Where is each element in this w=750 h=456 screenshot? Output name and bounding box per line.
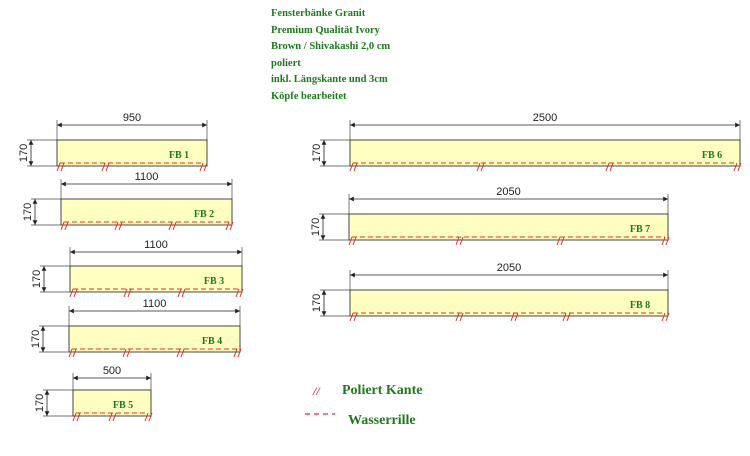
polished-edge-mark: [69, 288, 78, 298]
piece-label: FB 5: [113, 400, 133, 411]
polished-edge-mark: [114, 221, 123, 231]
polished-edge-mark: [556, 236, 565, 246]
piece-3: 1100 170 FB 3: [31, 239, 244, 298]
piece-1: 950 170 FB 1: [18, 112, 208, 172]
polished-edge-mark: [176, 348, 185, 358]
legend-polished-label: Poliert Kante: [342, 383, 422, 398]
depth-dimension: 170: [311, 294, 323, 312]
polished-edge-mark: [60, 221, 69, 231]
polished-edge-mark: [68, 348, 77, 358]
length-dimension: 500: [103, 365, 121, 377]
legend-groove-label: Wasserrille: [348, 413, 416, 428]
polished-edge-mark: [122, 348, 131, 358]
length-dimension: 2500: [533, 112, 557, 124]
polished-edge-mark: [144, 412, 153, 422]
polished-edge-mark: [348, 236, 357, 246]
slab: [349, 139, 741, 167]
slab: [68, 325, 241, 353]
polished-edge-mark: [733, 162, 742, 172]
length-dimension: 1100: [143, 298, 167, 310]
piece-label: FB 3: [204, 276, 224, 287]
depth-dimension: 170: [22, 203, 34, 221]
piece-6: 2500 170 FB 6: [311, 112, 742, 172]
polished-edge-mark: [123, 288, 132, 298]
piece-4: 1100 170 FB 4: [30, 298, 242, 358]
polished-edge-mark: [168, 221, 177, 231]
polished-edge-mark: [455, 236, 464, 246]
legend: // Poliert Kante Wasserrille: [305, 383, 422, 428]
polished-edge-mark: [476, 162, 485, 172]
polished-edge-mark: [661, 312, 670, 322]
piece-2: 1100 170 FB 2: [22, 171, 234, 231]
depth-dimension: 170: [30, 330, 42, 348]
piece-label: FB 2: [194, 209, 214, 220]
header-line-1: Fensterbänke Granit: [271, 8, 366, 19]
header-line-4: poliert: [271, 57, 301, 69]
piece-label: FB 1: [169, 150, 189, 161]
header-line-3: Brown / Shivakashi 2,0 cm: [271, 41, 391, 53]
polished-edge-mark: [349, 312, 358, 322]
polished-edge-mark: [72, 412, 81, 422]
polished-edge-mark: [605, 162, 614, 172]
length-dimension: 2050: [496, 186, 520, 198]
depth-dimension: 170: [18, 144, 30, 162]
polished-edge-mark: [108, 412, 117, 422]
header-line-6: Köpfe bearbeitet: [271, 90, 347, 102]
polished-edge-mark: [56, 162, 65, 172]
slab: [72, 389, 152, 417]
piece-8: 2050 170 FB 8: [311, 262, 670, 322]
depth-dimension: 170: [31, 270, 43, 288]
slab: [56, 139, 208, 167]
polished-edge-mark: [177, 288, 186, 298]
material-description: Fensterbänke Granit Premium Qualität Ivo…: [271, 6, 531, 106]
slab: [348, 213, 669, 241]
depth-dimension: 170: [34, 394, 46, 412]
polished-edge-mark: [510, 312, 519, 322]
legend-polished-symbol: //: [312, 384, 321, 398]
polished-edge-mark: [455, 312, 464, 322]
piece-label: FB 8: [630, 300, 650, 311]
slab: [60, 198, 233, 226]
depth-dimension: 170: [310, 218, 322, 236]
piece-label: FB 7: [630, 224, 650, 235]
polished-edge-mark: [661, 236, 670, 246]
polished-edge-mark: [199, 162, 208, 172]
length-dimension: 1100: [144, 239, 168, 251]
slab: [69, 265, 243, 293]
header-line-5: inkl. Längskante und 3cm: [271, 74, 388, 86]
polished-edge-mark: [101, 162, 110, 172]
polished-edge-mark: [349, 162, 358, 172]
slab: [349, 289, 669, 317]
header-line-2: Premium Qualität Ivory: [271, 24, 380, 36]
polished-edge-mark: [235, 288, 244, 298]
length-dimension: 1100: [135, 171, 159, 183]
polished-edge-mark: [562, 312, 571, 322]
length-dimension: 950: [123, 112, 141, 124]
depth-dimension: 170: [311, 144, 323, 162]
polished-edge-mark: [225, 221, 234, 231]
length-dimension: 2050: [497, 262, 521, 274]
polished-edge-mark: [233, 348, 242, 358]
piece-label: FB 6: [702, 150, 722, 161]
piece-5: 500 170 FB 5: [34, 365, 153, 422]
piece-label: FB 4: [202, 336, 222, 347]
piece-7: 2050 170 FB 7: [310, 186, 670, 246]
